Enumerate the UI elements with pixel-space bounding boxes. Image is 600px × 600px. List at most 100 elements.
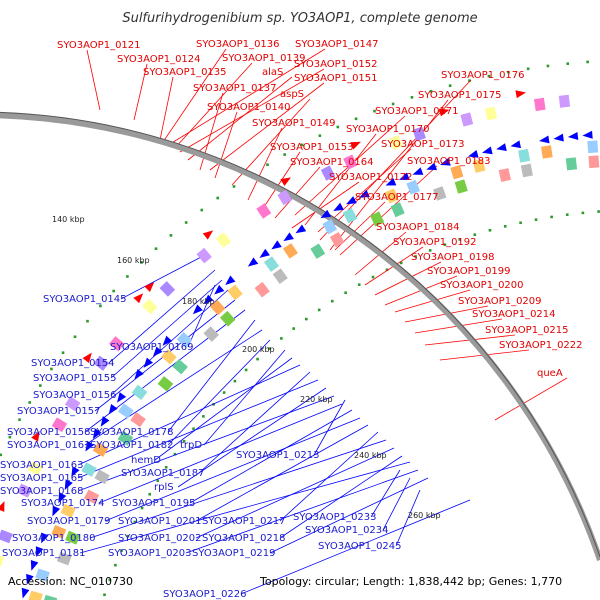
feature-block bbox=[384, 188, 399, 204]
scale-tick-label: 140 kbp bbox=[52, 215, 85, 224]
forward-gene-label: SYO3AOP1_0177 bbox=[355, 192, 439, 203]
forward-gene-label: SYO3AOP1_0183 bbox=[407, 156, 491, 167]
feature-block bbox=[196, 247, 212, 264]
feature-block bbox=[254, 281, 270, 298]
reverse-gene-arrow bbox=[134, 368, 144, 380]
reverse-leader-line bbox=[167, 339, 271, 446]
feature-block bbox=[256, 203, 272, 219]
gc-dot bbox=[268, 347, 271, 350]
forward-gene-label: SYO3AOP1_0200 bbox=[440, 280, 524, 291]
reverse-gene-arrow bbox=[412, 167, 424, 175]
feature-block bbox=[541, 145, 553, 159]
reverse-gene-label: SYO3AOP1_0156 bbox=[33, 390, 117, 401]
gc-dot bbox=[73, 335, 77, 339]
gc-dot bbox=[458, 238, 462, 241]
gc-dot bbox=[566, 62, 570, 65]
gc-dot bbox=[61, 351, 65, 355]
feature-block bbox=[27, 461, 43, 476]
forward-gene-label: SYO3AOP1_0176 bbox=[441, 70, 525, 81]
forward-leader-line bbox=[86, 49, 101, 111]
feature-block bbox=[498, 168, 511, 182]
feature-block bbox=[329, 232, 345, 248]
reverse-gene-label: SYO3AOP1_0218 bbox=[202, 533, 286, 544]
gc-dot bbox=[0, 453, 2, 457]
reverse-gene-arrow bbox=[295, 224, 307, 234]
reverse-gene-label: SYO3AOP1_0203 bbox=[108, 548, 192, 559]
reverse-gene-label: rplS bbox=[154, 482, 174, 493]
reverse-gene-label: SYO3AOP1_0195 bbox=[112, 498, 196, 509]
feature-block bbox=[159, 281, 176, 297]
feature-block bbox=[161, 349, 177, 365]
gc-dot bbox=[108, 578, 112, 582]
reverse-gene-arrow bbox=[35, 546, 44, 557]
reverse-gene-arrow bbox=[346, 196, 357, 205]
feature-block bbox=[272, 268, 288, 284]
gc-dot bbox=[266, 163, 269, 167]
forward-leader-line bbox=[247, 127, 283, 201]
reverse-gene-label: SYO3AOP1_0174 bbox=[21, 498, 105, 509]
feature-block bbox=[93, 355, 110, 371]
forward-gene-label: SYO3AOP1_0121 bbox=[57, 40, 141, 51]
gc-dot bbox=[391, 102, 395, 106]
reverse-gene-arrow bbox=[100, 416, 110, 427]
forward-gene-label: SYO3AOP1_0137 bbox=[193, 83, 277, 94]
forward-gene-label: SYO3AOP1_0135 bbox=[143, 67, 227, 78]
reverse-gene-arrow bbox=[192, 304, 203, 315]
reverse-gene-label: SYO3AOP1_0182 bbox=[90, 440, 174, 451]
reverse-leader-line bbox=[104, 417, 361, 522]
reverse-gene-arrow bbox=[259, 248, 270, 258]
reverse-leader-line bbox=[240, 499, 471, 595]
reverse-gene-label: SYO3AOP1_0217 bbox=[202, 516, 286, 527]
gc-dot bbox=[126, 275, 129, 278]
gc-dot bbox=[154, 247, 158, 250]
feature-block bbox=[460, 112, 474, 127]
forward-gene-arrow bbox=[280, 177, 292, 186]
feature-block bbox=[42, 594, 58, 600]
gc-dot bbox=[120, 549, 123, 552]
forward-leader-line bbox=[169, 48, 326, 145]
scale-tick-label: 160 kbp bbox=[117, 256, 150, 265]
reverse-gene-label: SYO3AOP1_0187 bbox=[121, 468, 205, 479]
feature-block bbox=[60, 503, 76, 518]
reverse-leader-line bbox=[98, 403, 343, 504]
feature-block bbox=[454, 179, 468, 194]
reverse-gene-arrow bbox=[320, 209, 332, 219]
forward-leader-line bbox=[494, 377, 568, 421]
gc-dot bbox=[140, 506, 144, 510]
reverse-leader-line bbox=[185, 469, 419, 554]
feature-block bbox=[484, 106, 498, 121]
gc-dot bbox=[344, 291, 347, 295]
forward-leader-line bbox=[187, 76, 293, 161]
gc-dot bbox=[182, 440, 186, 443]
feature-block bbox=[472, 158, 486, 173]
reverse-gene-arrow bbox=[333, 202, 344, 212]
forward-gene-arrow bbox=[350, 141, 361, 150]
gc-dot bbox=[526, 67, 530, 71]
reverse-gene-arrow bbox=[553, 133, 564, 142]
reverse-gene-label: SYO3AOP1_0202 bbox=[118, 533, 202, 544]
forward-gene-arrow bbox=[515, 90, 526, 99]
gc-dot bbox=[487, 74, 491, 78]
feature-block bbox=[94, 469, 110, 485]
scale-tick-label: 220 kbp bbox=[300, 395, 333, 404]
reverse-leader-line bbox=[110, 279, 223, 379]
reverse-gene-arrow bbox=[41, 532, 49, 544]
forward-gene-label: SYO3AOP1_0149 bbox=[252, 118, 336, 129]
feature-block bbox=[342, 208, 358, 224]
gc-dot bbox=[488, 228, 492, 232]
feature-block bbox=[92, 442, 109, 457]
feature-block bbox=[172, 358, 188, 375]
feature-block bbox=[310, 243, 326, 259]
feature-block bbox=[81, 462, 97, 477]
reverse-gene-arrow bbox=[30, 559, 39, 571]
reverse-gene-arrow bbox=[399, 172, 410, 180]
reverse-gene-arrow bbox=[152, 346, 163, 357]
feature-block bbox=[282, 243, 298, 259]
reverse-gene-arrow bbox=[567, 132, 579, 140]
genome-stats-text: Topology: circular; Length: 1,838,442 bp… bbox=[259, 575, 562, 588]
feature-block bbox=[131, 384, 148, 400]
gc-dot bbox=[373, 109, 376, 113]
reverse-leader-line bbox=[195, 447, 395, 539]
